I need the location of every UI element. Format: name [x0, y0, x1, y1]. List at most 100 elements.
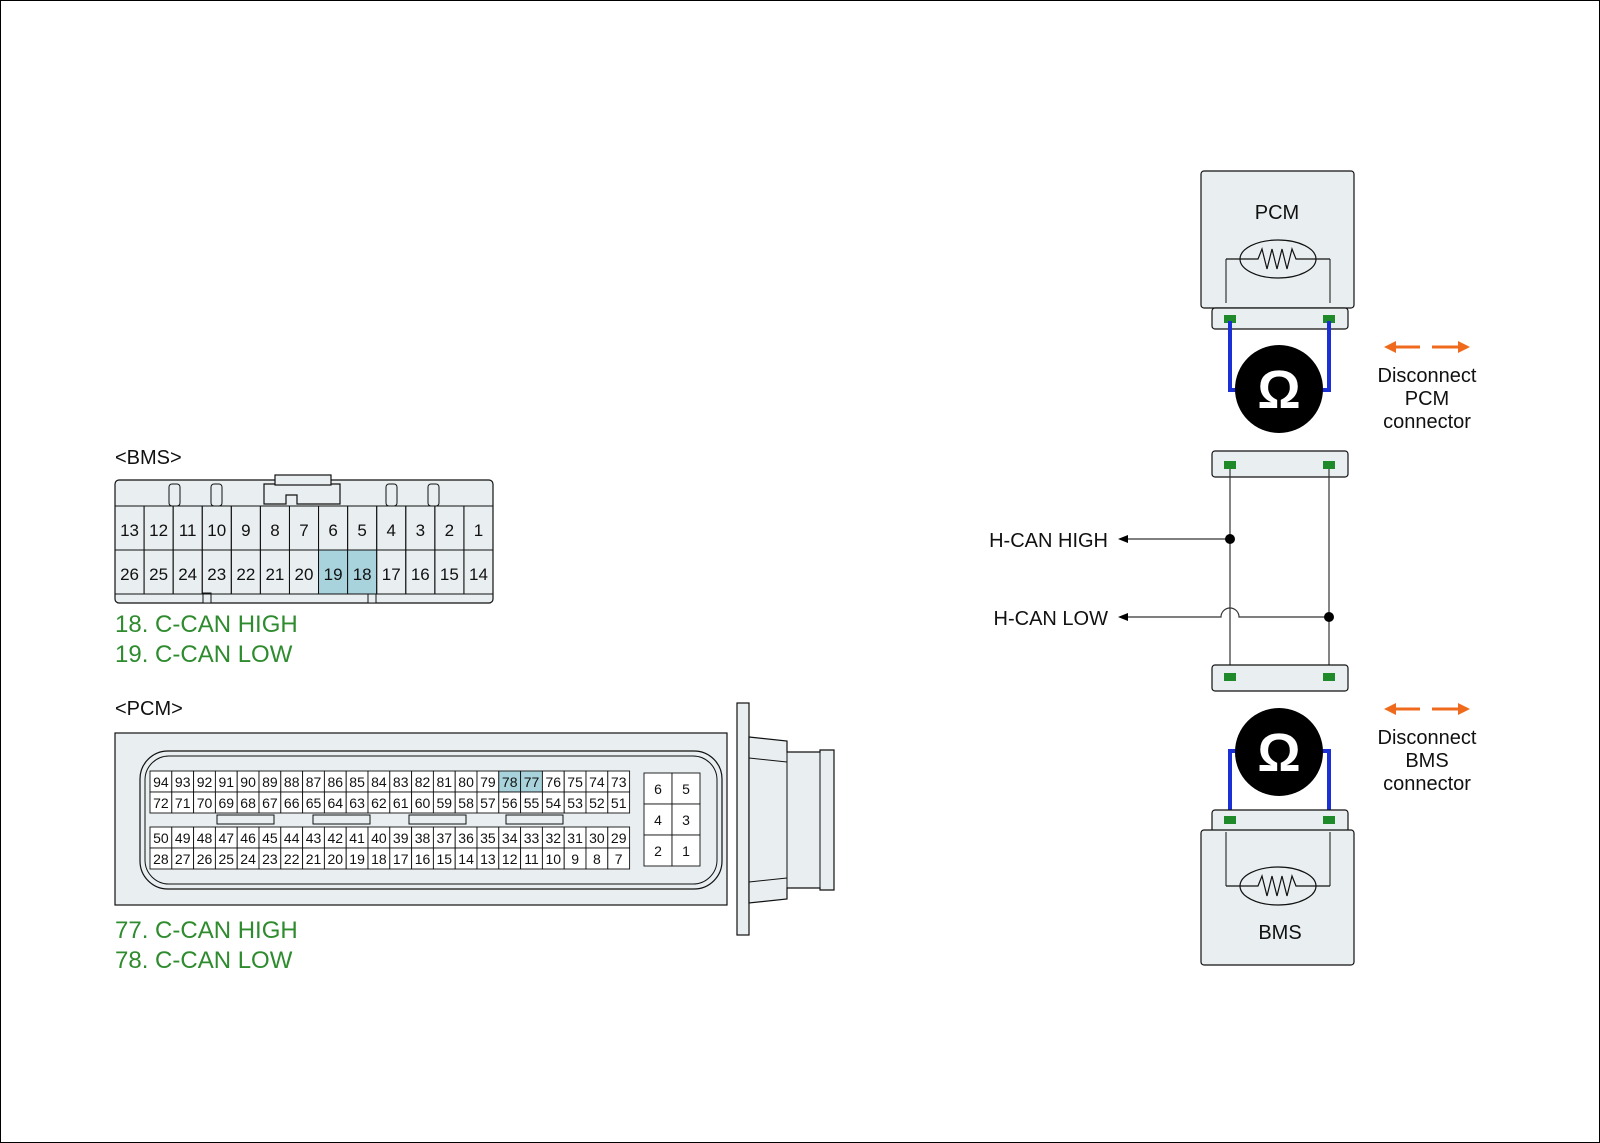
- pcm-pin-label: 65: [306, 795, 322, 811]
- pcm-pin-label: 69: [219, 795, 235, 811]
- pcm-pin-label: 15: [437, 851, 453, 867]
- pcm-pin-label: 84: [371, 774, 387, 790]
- bms-pin-label: 12: [149, 521, 168, 540]
- pcm-pin-label: 41: [349, 830, 365, 846]
- bms-connector-title: <BMS>: [115, 447, 182, 469]
- pcm-pin-label: 7: [615, 851, 623, 867]
- pcm-pin-label: 50: [153, 830, 169, 846]
- bms-pin-note-high: 18. C-CAN HIGH: [115, 611, 298, 638]
- pcm-side-pin-cell: [671, 772, 701, 805]
- bms-pin-label: 16: [411, 565, 430, 584]
- can-high-label: H-CAN HIGH: [989, 530, 1108, 552]
- pcm-pin-label: 64: [328, 795, 344, 811]
- bms-pin-label: 3: [416, 521, 425, 540]
- pcm-side-pin-cell: [671, 834, 701, 867]
- pcm-pin-label: 93: [175, 774, 191, 790]
- bms-pin-label: 15: [440, 565, 459, 584]
- pcm-module: PCM: [1200, 170, 1355, 330]
- pcm-pin-label: 56: [502, 795, 518, 811]
- pcm-pin-label: 81: [437, 774, 453, 790]
- ohm-symbol-top: Ω: [1257, 360, 1300, 420]
- pcm-pin-label: 80: [458, 774, 474, 790]
- pcm-pin-label: 25: [219, 851, 235, 867]
- bms-pin-label: 8: [270, 521, 279, 540]
- pcm-pin-label: 76: [546, 774, 562, 790]
- pcm-pin-label: 68: [240, 795, 256, 811]
- pcm-pin-label: 82: [415, 774, 431, 790]
- pcm-pin-label: 59: [437, 795, 453, 811]
- pcm-pin-label: 91: [219, 774, 235, 790]
- bms-pin-cell: [463, 549, 494, 595]
- pcm-side-pin-label: 6: [654, 781, 662, 797]
- pcm-pin-label: 28: [153, 851, 169, 867]
- pcm-pin-label: 20: [328, 851, 344, 867]
- pcm-pin-label: 72: [153, 795, 169, 811]
- pcm-pin-label: 54: [546, 795, 562, 811]
- pcm-pin-label: 31: [567, 830, 583, 846]
- pcm-pin-label: 21: [306, 851, 322, 867]
- pcm-pin-label: 40: [371, 830, 387, 846]
- pcm-pin-note-low: 78. C-CAN LOW: [115, 947, 293, 974]
- disconnect-pcm-line3: connector: [1383, 411, 1471, 433]
- pcm-pin-label: 36: [458, 830, 474, 846]
- pcm-side-pin-label: 5: [682, 781, 690, 797]
- disconnect-pcm-line1: Disconnect: [1378, 365, 1477, 387]
- pcm-pin-label: 22: [284, 851, 300, 867]
- pcm-pin-label: 12: [502, 851, 518, 867]
- pcm-pin-label: 11: [524, 851, 539, 867]
- disconnect-arrow-top: [1384, 341, 1470, 353]
- pcm-pin-label: 18: [371, 851, 387, 867]
- pcm-pin-label: 86: [328, 774, 344, 790]
- bms-pin-label: 4: [386, 521, 395, 540]
- bms-pin-label: 14: [469, 565, 488, 584]
- pcm-side-pin-label: 2: [654, 843, 662, 859]
- pcm-pin-label: 34: [502, 830, 518, 846]
- bms-pin-label: 5: [357, 521, 366, 540]
- pcm-pin-label: 46: [240, 830, 256, 846]
- pcm-pin-label: 14: [458, 851, 474, 867]
- bms-pin-label: 26: [120, 565, 139, 584]
- pcm-side-pin-cell: [643, 803, 673, 836]
- pcm-pin-label: 24: [240, 851, 256, 867]
- ohmmeter-icon-top: [1235, 345, 1323, 433]
- pcm-pin-label: 89: [262, 774, 278, 790]
- bms-pin-label: 24: [178, 565, 197, 584]
- bms-pin-label: 18: [353, 565, 372, 584]
- pcm-pin-label: 55: [524, 795, 540, 811]
- pcm-pin-label: 73: [611, 774, 627, 790]
- pcm-pin-label: 87: [306, 774, 322, 790]
- harness-connector-bottom: [1211, 664, 1349, 692]
- disconnect-bms-line3: connector: [1383, 773, 1471, 795]
- pcm-pin-label: 90: [240, 774, 256, 790]
- pcm-pin-label: 52: [589, 795, 605, 811]
- bms-pin-cell: [347, 549, 378, 595]
- pcm-pin-label: 79: [480, 774, 496, 790]
- bms-module: BMS: [1200, 809, 1355, 966]
- pcm-pin-label: 23: [262, 851, 278, 867]
- pcm-pin-label: 57: [480, 795, 496, 811]
- pcm-pin-label: 94: [153, 774, 169, 790]
- pcm-pin-label: 62: [371, 795, 387, 811]
- pcm-pin-label: 83: [393, 774, 409, 790]
- pcm-side-pin-cell: [671, 803, 701, 836]
- pcm-pin-label: 67: [262, 795, 278, 811]
- pcm-connector-title: <PCM>: [115, 698, 183, 720]
- pcm-side-pin-cell: [643, 772, 673, 805]
- pcm-pin-label: 58: [458, 795, 474, 811]
- pcm-pin-label: 8: [593, 851, 601, 867]
- pcm-pin-label: 39: [393, 830, 409, 846]
- pcm-pin-label: 74: [589, 774, 605, 790]
- pcm-pin-label: 29: [611, 830, 627, 846]
- disconnect-pcm-line2: PCM: [1405, 388, 1449, 410]
- pcm-pin-label: 32: [546, 830, 562, 846]
- pcm-pin-label: 61: [393, 795, 409, 811]
- pcm-pin-label: 42: [328, 830, 344, 846]
- pcm-side-pin-label: 3: [682, 812, 690, 828]
- pcm-pin-label: 27: [175, 851, 191, 867]
- pcm-pin-label: 33: [524, 830, 540, 846]
